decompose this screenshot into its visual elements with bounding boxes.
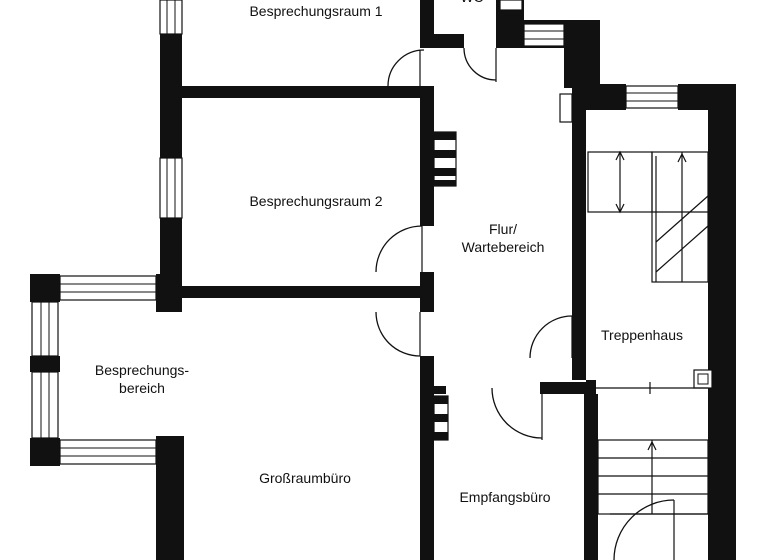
stairs-upper xyxy=(586,150,709,394)
label-wc: WC xyxy=(460,0,483,5)
room-labels: Besprechungsraum 1 WC Besprechungsraum 2… xyxy=(95,0,683,505)
windows xyxy=(31,0,713,465)
wall-corridor-west-1 xyxy=(420,0,434,48)
wall-meeting2-openoffice xyxy=(182,286,422,298)
doors xyxy=(375,47,708,560)
door-staircase xyxy=(529,315,573,359)
label-meeting-room-2: Besprechungsraum 2 xyxy=(249,193,382,209)
window-corridor-east xyxy=(559,93,573,123)
label-reception: Empfangsbüro xyxy=(459,489,550,505)
wall-west-meeting-rooms xyxy=(160,0,182,312)
wall-bay-mid xyxy=(30,356,60,372)
window-bay-left-lower xyxy=(31,371,59,439)
wall-bay-top-corner xyxy=(30,274,60,302)
wall-corridor-west-4 xyxy=(420,356,434,560)
window-wc-top xyxy=(499,0,523,11)
wall-reception-top-right xyxy=(540,382,586,394)
label-open-office: Großraumbüro xyxy=(259,470,351,486)
label-corridor-line2: Wartebereich xyxy=(462,239,545,255)
wall-corridor-west-3 xyxy=(420,272,434,312)
wall-stair-top-right xyxy=(678,84,736,110)
wall-reception-stub xyxy=(434,386,446,394)
wall-east-outer xyxy=(708,110,736,560)
window-bay-bottom xyxy=(59,439,157,465)
label-staircase: Treppenhaus xyxy=(601,327,683,343)
door-openoffice xyxy=(375,311,421,357)
wall-wc-bottom-left xyxy=(434,34,464,48)
label-meeting-area-line2: bereich xyxy=(119,380,165,396)
label-meeting-area-line1: Besprechungs- xyxy=(95,362,190,378)
label-corridor-line1: Flur/ xyxy=(489,221,517,237)
door-meeting1 xyxy=(387,49,425,87)
window-staircase xyxy=(625,85,679,109)
wall-corridor-ne xyxy=(564,20,600,88)
stairs-lower xyxy=(597,439,709,515)
window-corridor-west xyxy=(433,131,457,187)
wall-corridor-east xyxy=(572,88,586,380)
window-wc xyxy=(523,23,565,47)
window-bay-left-upper xyxy=(31,301,59,357)
door-wc xyxy=(463,47,497,81)
door-meeting2 xyxy=(375,225,423,273)
window-meeting2 xyxy=(159,157,183,219)
window-meeting1 xyxy=(159,0,183,35)
wall-bay-bottom-corner xyxy=(30,438,60,466)
wall-stair-top-left xyxy=(586,84,626,110)
window-bay-top xyxy=(59,275,157,301)
wall-bay-join-top xyxy=(156,274,182,312)
wall-corridor-west-2 xyxy=(420,86,434,226)
door-entrance xyxy=(613,499,675,560)
wall-west-openoffice xyxy=(156,436,184,560)
door-reception xyxy=(491,387,543,439)
wall-reception-east xyxy=(584,394,598,560)
wall-meeting1-meeting2 xyxy=(182,86,422,98)
walls xyxy=(30,0,736,560)
label-meeting-room-1: Besprechungsraum 1 xyxy=(249,3,382,19)
wall-stair-landing xyxy=(586,380,596,394)
